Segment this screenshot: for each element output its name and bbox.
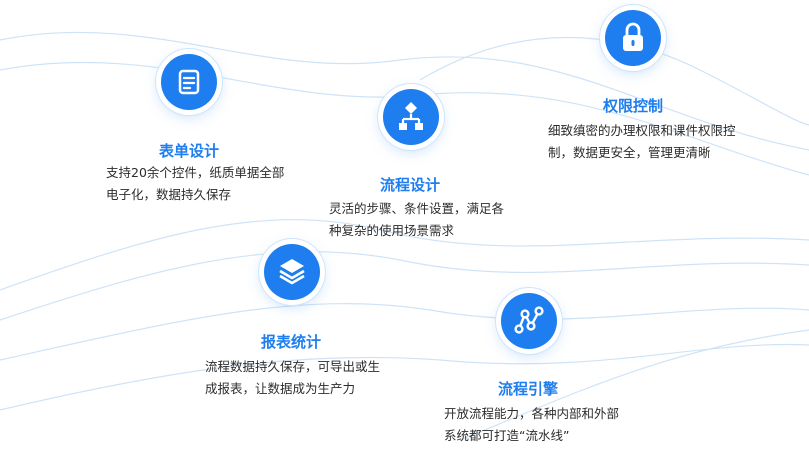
form-icon <box>161 54 217 110</box>
feature-description: 支持20余个控件，纸质单据全部电子化，数据持久保存 <box>106 165 285 202</box>
feature-description: 流程数据持久保存，可导出或生成报表，让数据成为生产力 <box>205 359 381 396</box>
engine-nodes-icon <box>501 293 557 349</box>
feature-description: 细致缜密的办理权限和课件权限控制，数据更安全，管理更清晰 <box>548 123 736 160</box>
lock-icon <box>605 10 661 66</box>
flowchart-icon <box>383 89 439 145</box>
feature-title: 流程设计 <box>380 176 441 194</box>
feature-description: 灵活的步骤、条件设置，满足各种复杂的使用场景需求 <box>329 201 505 238</box>
feature-title: 报表统计 <box>261 333 322 351</box>
layers-icon <box>264 244 320 300</box>
feature-title: 表单设计 <box>159 142 220 160</box>
feature-title: 流程引擎 <box>498 380 559 398</box>
feature-title: 权限控制 <box>603 97 664 115</box>
feature-description: 开放流程能力，各种内部和外部系统都可打造“流水线” <box>444 406 620 443</box>
